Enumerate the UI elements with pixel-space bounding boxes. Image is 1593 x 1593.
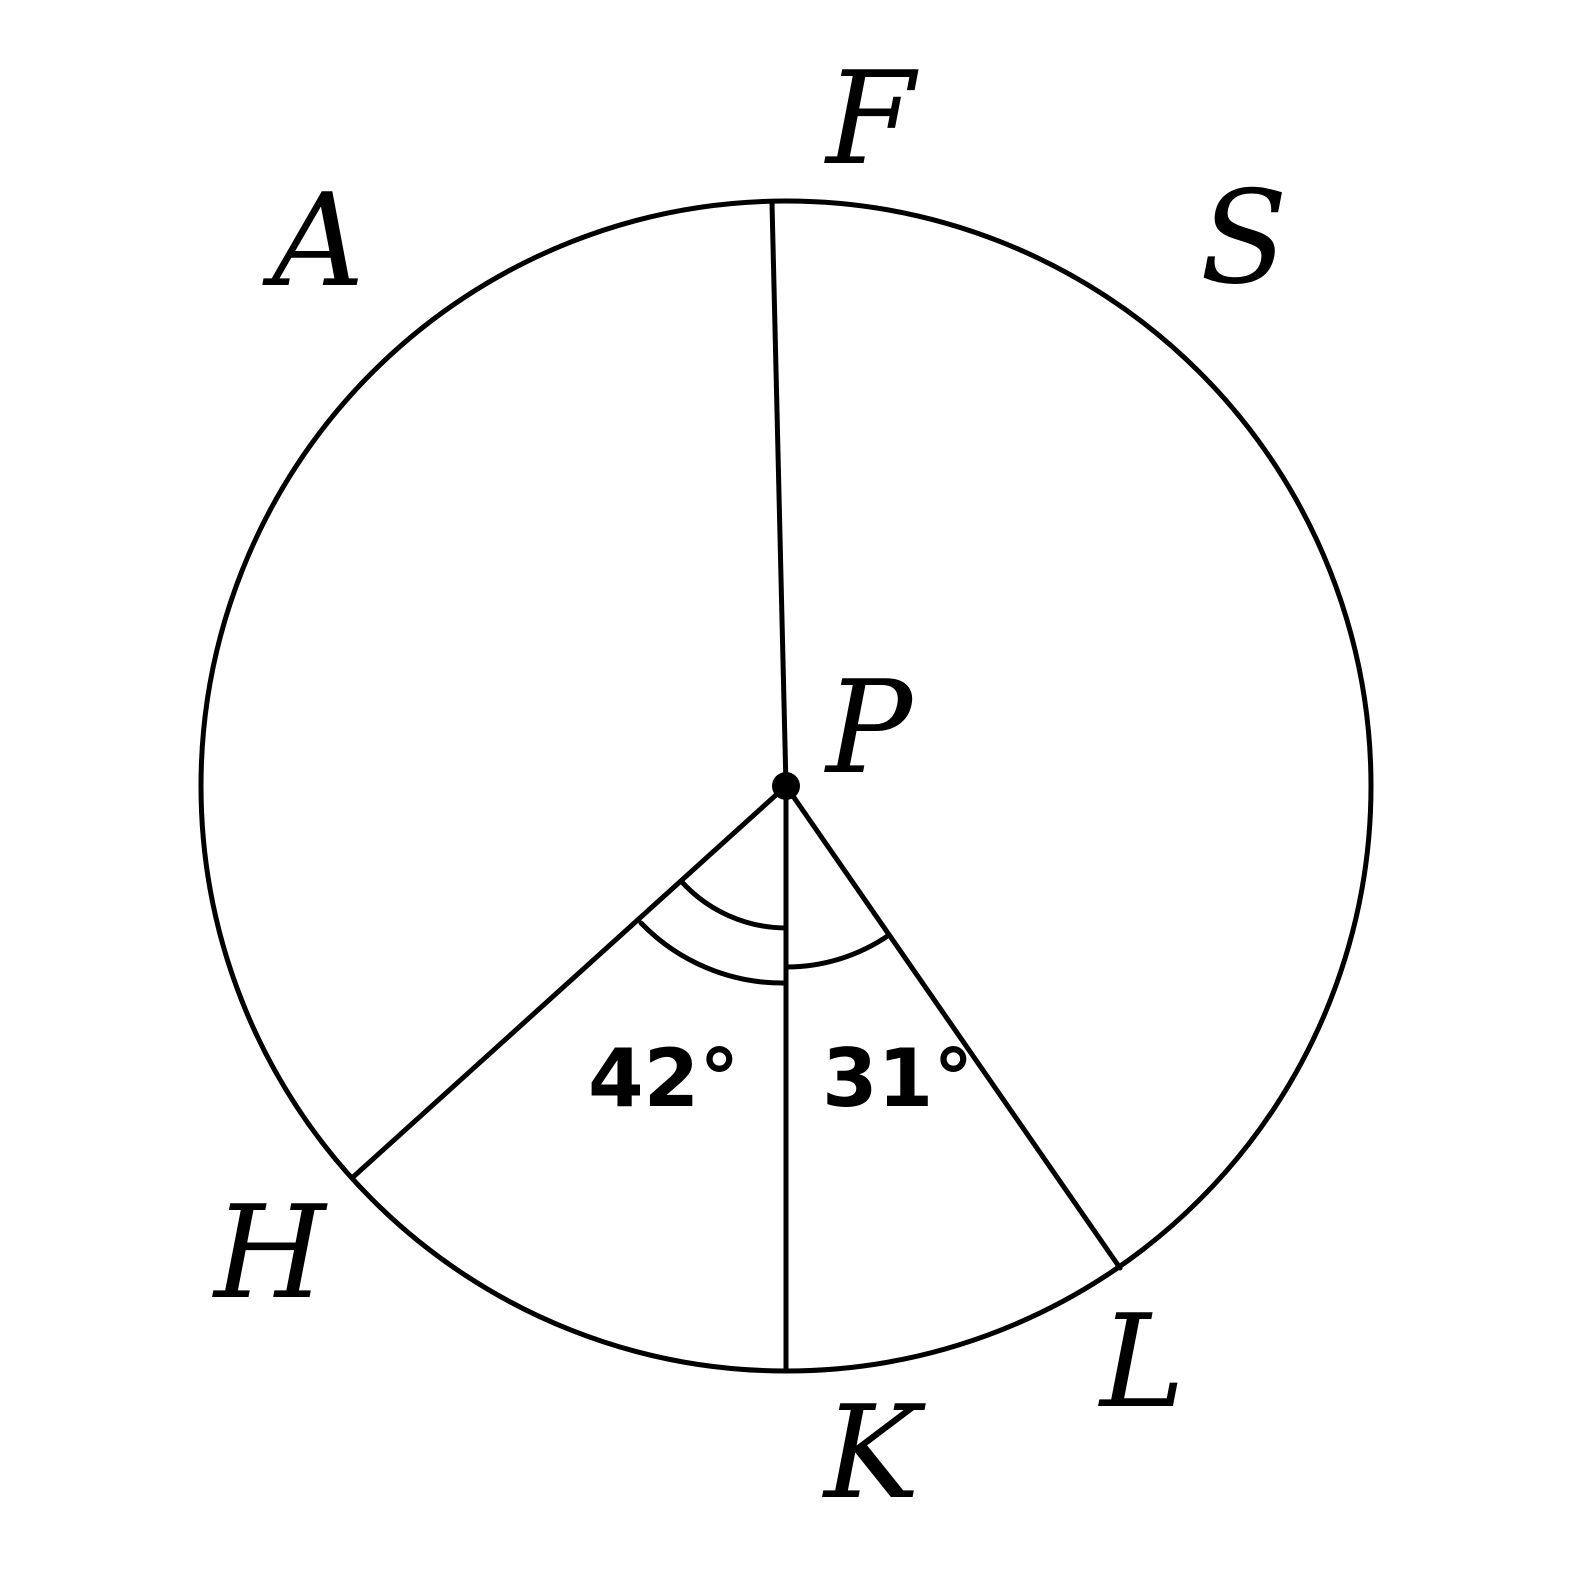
angle-arc-hpk-outer [638,920,789,986]
label-a: A [262,167,364,316]
label-h: H [212,1179,328,1328]
label-l: L [1098,1288,1185,1437]
label-s: S [1200,164,1288,313]
angle-label-kpl: 31° [822,1032,973,1125]
angle-arc-kpl [783,932,892,970]
label-p: P [824,654,914,803]
radius-ph [349,783,789,1181]
label-k: K [822,1379,926,1528]
center-point-dot [772,772,800,800]
angle-label-hpk: 42° [588,1032,739,1125]
radius-pf [769,200,789,789]
angle-arc-hpk-inner [678,878,789,931]
label-f: F [824,45,919,194]
radius-pl [783,783,1123,1271]
